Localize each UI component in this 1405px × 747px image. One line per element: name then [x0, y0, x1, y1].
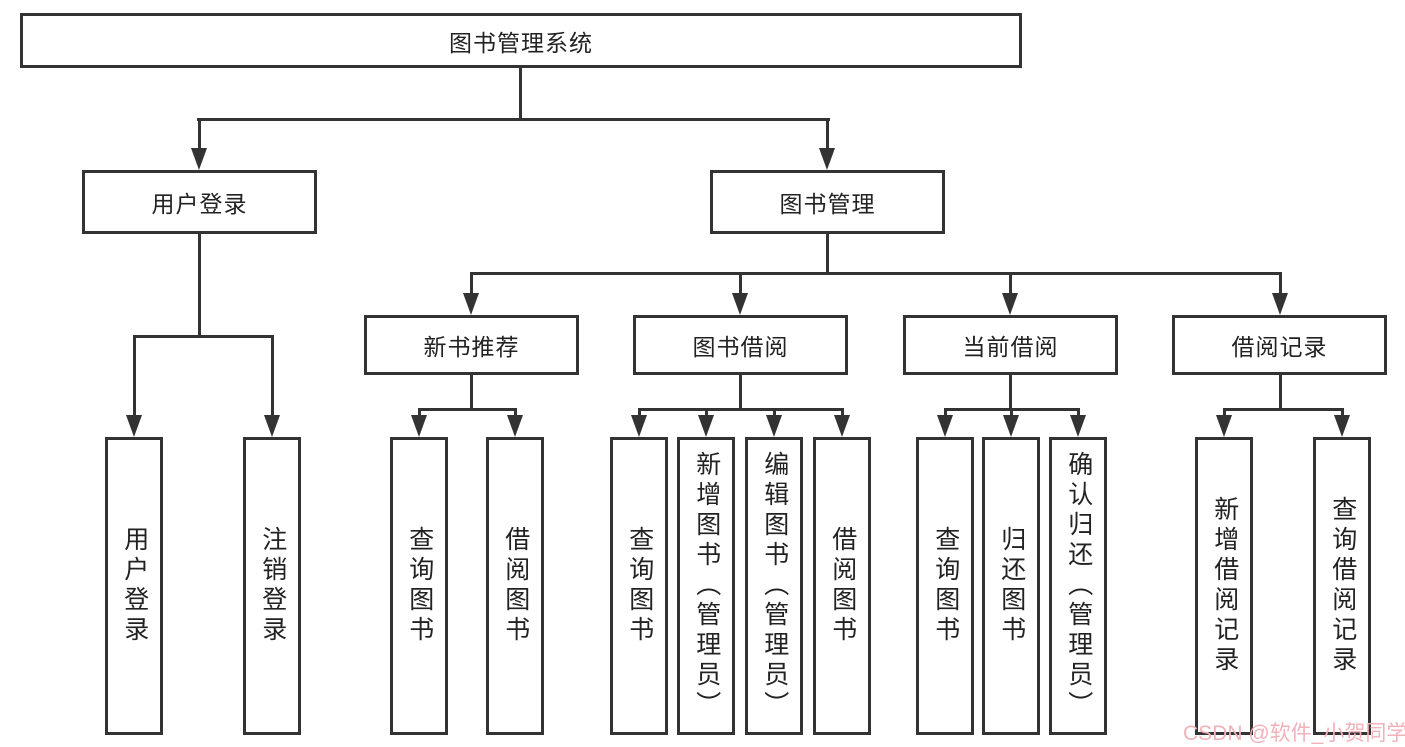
- connector-new-book-rec-branch: [418, 408, 517, 411]
- connector-drop-user-login: [198, 118, 201, 150]
- connector-drop-leaf-user-login: [133, 335, 136, 415]
- arrowhead-leaf-user-login: [126, 415, 142, 437]
- connector-drop-query-books-2: [638, 408, 641, 415]
- arrowhead-return-books: [1003, 415, 1019, 437]
- arrowhead-query-books-2: [631, 415, 647, 437]
- node-current-borrow: 当前借阅: [903, 315, 1118, 375]
- arrowhead-add-record: [1216, 415, 1232, 437]
- arrowhead-borrow-books-2: [834, 415, 850, 437]
- node-leaf-add-borrow-record: 新增借阅记录: [1195, 437, 1253, 735]
- node-leaf-query-books-2: 查询图书: [610, 437, 668, 735]
- arrowhead-confirm-return: [1070, 415, 1086, 437]
- arrowhead-edit-books: [766, 415, 782, 437]
- node-leaf-borrow-books-2: 借阅图书: [813, 437, 871, 735]
- arrowhead-add-books: [698, 415, 714, 437]
- connector-drop-edit-books: [773, 408, 776, 415]
- node-new-book-rec: 新书推荐: [364, 315, 579, 375]
- connector-drop-leaf-logout: [271, 335, 274, 415]
- node-leaf-user-login: 用户登录: [105, 437, 163, 735]
- connector-root-branch: [197, 118, 830, 121]
- connector-drop-query-books-3: [944, 408, 947, 415]
- node-leaf-logout: 注销登录: [243, 437, 301, 735]
- watermark: CSDN @软件_小贺同学: [1183, 722, 1405, 745]
- connector-drop-query-record: [1341, 408, 1344, 415]
- connector-book-mgmt-branch: [470, 272, 1281, 275]
- connector-drop-add-books: [705, 408, 708, 415]
- node-book-mgmt: 图书管理: [710, 170, 945, 234]
- connector-current-borrow-stem: [1009, 375, 1012, 408]
- node-leaf-confirm-return: 确认归还（管理员）: [1049, 437, 1107, 735]
- arrowhead-book-mgmt: [819, 148, 835, 170]
- connector-user-login-branch: [133, 335, 273, 338]
- node-leaf-query-books-3: 查询图书: [916, 437, 974, 735]
- node-user-login: 用户登录: [82, 170, 317, 234]
- node-leaf-query-books-1: 查询图书: [390, 437, 448, 735]
- arrowhead-book-borrow: [732, 293, 748, 315]
- connector-borrow-records-stem: [1279, 375, 1282, 408]
- arrowhead-user-login: [191, 148, 207, 170]
- node-borrow-records: 借阅记录: [1172, 315, 1387, 375]
- connector-drop-book-mgmt: [826, 118, 829, 150]
- arrowhead-query-record: [1334, 415, 1350, 437]
- connector-drop-return-books: [1010, 408, 1013, 415]
- connector-user-login-stem: [198, 234, 201, 335]
- arrowhead-current-borrow: [1002, 293, 1018, 315]
- node-leaf-return-books: 归还图书: [982, 437, 1040, 735]
- arrowhead-borrow-books-1: [507, 415, 523, 437]
- node-root: 图书管理系统: [20, 13, 1022, 68]
- connector-drop-borrow-records: [1279, 272, 1282, 293]
- connector-book-borrow-stem: [739, 375, 742, 408]
- connector-drop-current-borrow: [1009, 272, 1012, 293]
- connector-borrow-records-branch: [1223, 408, 1344, 411]
- arrowhead-borrow-records: [1272, 293, 1288, 315]
- connector-book-mgmt-stem: [826, 234, 829, 272]
- connector-drop-borrow-books-1: [514, 408, 517, 415]
- node-leaf-borrow-books-1: 借阅图书: [486, 437, 544, 735]
- connector-root-stem: [519, 68, 522, 118]
- arrowhead-new-book-rec: [463, 293, 479, 315]
- connector-drop-borrow-books-2: [841, 408, 844, 415]
- connector-new-book-rec-stem: [470, 375, 473, 408]
- connector-drop-confirm-return: [1077, 408, 1080, 415]
- node-book-borrow: 图书借阅: [633, 315, 848, 375]
- connector-drop-book-borrow: [739, 272, 742, 293]
- connector-drop-new-book-rec: [470, 272, 473, 293]
- arrowhead-query-books-3: [937, 415, 953, 437]
- node-leaf-edit-books: 编辑图书（管理员）: [745, 437, 803, 735]
- connector-book-borrow-branch: [638, 408, 844, 411]
- connector-drop-add-record: [1223, 408, 1226, 415]
- arrowhead-leaf-logout: [264, 415, 280, 437]
- connector-drop-query-books-1: [418, 408, 421, 415]
- node-leaf-add-books: 新增图书（管理员）: [677, 437, 735, 735]
- arrowhead-query-books-1: [411, 415, 427, 437]
- node-leaf-query-borrow-record: 查询借阅记录: [1313, 437, 1371, 735]
